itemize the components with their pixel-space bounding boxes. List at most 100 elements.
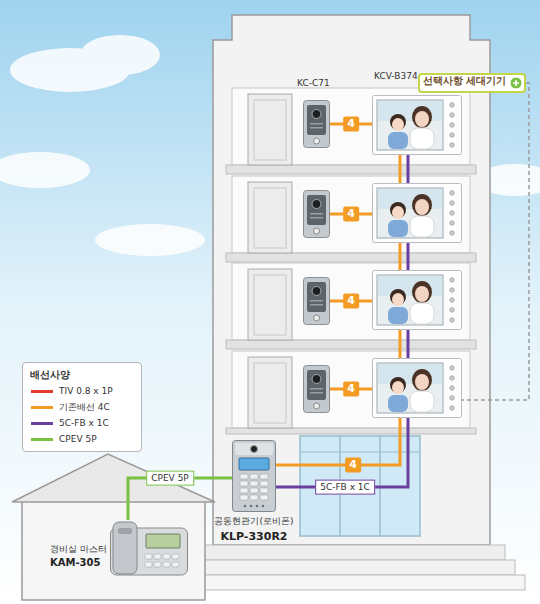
key — [172, 562, 179, 567]
floor-3 — [226, 176, 476, 262]
floor-slab — [226, 340, 476, 349]
wire — [399, 330, 402, 358]
door-camera — [303, 277, 330, 325]
hair — [390, 114, 406, 130]
face — [415, 286, 429, 302]
monitor-button — [450, 103, 454, 107]
door-camera — [303, 365, 330, 413]
legend-text: CPEV 5P — [59, 433, 97, 445]
legend-swatch — [31, 438, 53, 441]
hair — [390, 202, 406, 218]
monitor-button — [450, 211, 454, 215]
camera-body — [304, 278, 330, 325]
guard-graphic — [110, 520, 188, 576]
wire — [399, 243, 402, 270]
key — [145, 554, 152, 559]
steps — [180, 545, 525, 590]
wire-label: 4 — [343, 381, 359, 396]
callout-text: 선택사항 세대기기 — [423, 75, 506, 87]
door-panel — [254, 100, 286, 160]
monitor-button — [450, 396, 454, 400]
door — [248, 94, 292, 165]
lcd-screen — [239, 458, 269, 470]
clothes — [410, 391, 434, 412]
hair — [412, 281, 432, 303]
camera-lens — [312, 287, 321, 296]
cloud — [95, 224, 205, 256]
floor-room — [232, 263, 470, 340]
wire-label: 4 — [343, 116, 359, 131]
legend-row: TIV 0.8 x 1P — [31, 385, 139, 397]
floor-room — [232, 176, 470, 253]
lobby-phone: 공동현관기(로비폰)KLP-330R2 — [232, 440, 276, 512]
legend-row: CPEV 5P — [31, 433, 139, 445]
face — [415, 374, 429, 390]
plus-sign — [513, 80, 519, 86]
monitor-button — [450, 308, 454, 312]
photo-wall — [378, 364, 442, 384]
door-camera — [303, 190, 330, 238]
video-monitor — [372, 358, 462, 418]
camera-body — [304, 191, 330, 238]
camera-panel — [307, 370, 326, 400]
monitor-button — [450, 113, 454, 117]
speaker-hole — [244, 505, 247, 508]
wire-label: 5C-FB x 1C — [315, 480, 375, 495]
wire — [462, 83, 529, 400]
guard-master: 경비실 마스터KAM-305 — [110, 520, 188, 576]
monitor-body — [373, 96, 462, 155]
door-panel — [254, 188, 286, 248]
face — [392, 293, 404, 306]
monitor-button — [450, 133, 454, 137]
cam-graphic — [303, 277, 330, 325]
camera-lens — [312, 375, 321, 384]
keypad-key — [260, 495, 268, 500]
monitor-button — [450, 191, 454, 195]
face — [392, 118, 404, 131]
clothes — [410, 303, 434, 324]
callout-border — [419, 74, 525, 92]
keypad-key — [240, 474, 248, 479]
mon-graphic — [372, 270, 462, 330]
camera-body — [304, 366, 330, 413]
speaker-hole — [262, 505, 265, 508]
lcd-screen — [146, 534, 180, 548]
camera-lens — [312, 110, 321, 119]
video-monitor — [372, 183, 462, 243]
monitor-screen — [377, 363, 443, 413]
wire-label: 4 — [343, 206, 359, 221]
wire-label: 4 — [343, 293, 359, 308]
legend-text: TIV 0.8 x 1P — [59, 385, 113, 397]
key — [172, 554, 179, 559]
clothes — [410, 128, 434, 149]
key — [154, 562, 161, 567]
monitor-screen — [377, 100, 443, 150]
monitor-button — [450, 231, 454, 235]
photo-wall — [378, 189, 442, 209]
lobby-graphic — [232, 440, 276, 512]
wire — [276, 418, 408, 487]
face — [392, 206, 404, 219]
floor-2 — [226, 263, 476, 349]
keypad-key — [250, 488, 258, 493]
hair — [390, 289, 406, 305]
guard-house — [12, 454, 215, 600]
floor-slab — [226, 428, 476, 434]
speaker-slot — [310, 217, 323, 219]
hair — [412, 194, 432, 216]
clothes — [388, 220, 408, 237]
key — [163, 554, 170, 559]
floor-room — [232, 351, 470, 428]
mon-graphic — [372, 95, 462, 155]
legend-text: 기존배선 4C — [59, 401, 110, 413]
wire-label: 4 — [345, 457, 361, 472]
floor-1 — [226, 351, 476, 434]
cam-graphic — [303, 190, 330, 238]
keypad-key — [250, 474, 258, 479]
speaker-slot — [310, 213, 323, 215]
model-label: KC-C71 — [297, 78, 330, 89]
device-name: 경비실 마스터 — [50, 544, 107, 554]
wire-label: CPEV 5P — [146, 471, 194, 486]
